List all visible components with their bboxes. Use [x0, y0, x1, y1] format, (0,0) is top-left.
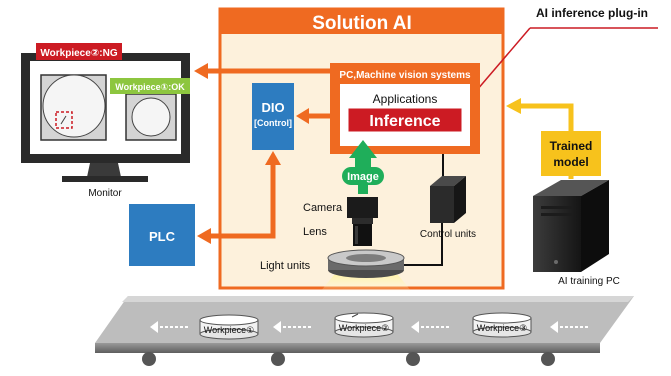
ng-tag-label: Workpiece②:NG — [40, 48, 117, 59]
training-pc-label: AI training PC — [558, 276, 620, 287]
training-pc-icon — [533, 180, 609, 272]
workpiece-3: Workpiece③ — [472, 312, 532, 338]
camera-label: Camera — [303, 202, 343, 214]
light-units-label: Light units — [260, 260, 311, 272]
monitor-icon — [21, 53, 190, 182]
control-units-label: Control units — [420, 229, 476, 240]
pc-box-label: PC,Machine vision systems — [339, 70, 471, 81]
workpiece-2: Workpiece② — [334, 312, 394, 338]
ok-tag — [110, 78, 190, 94]
inference-label: Inference — [369, 113, 440, 130]
image-label: Image — [347, 171, 379, 183]
trained-model-arrow: Trained model — [506, 98, 601, 179]
dio-label: DIO — [261, 100, 284, 115]
pc-machine-vision-box: PC,Machine vision systems Applications I… — [330, 63, 480, 154]
camera-icon — [347, 197, 378, 246]
light-unit-icon — [320, 249, 412, 292]
direction-arrows — [150, 321, 588, 333]
monitor-label: Monitor — [88, 188, 122, 199]
inference-badge — [347, 107, 463, 133]
plc-label: PLC — [149, 229, 176, 244]
plc-box: PLC — [129, 204, 195, 266]
workpiece-2-label: Workpiece② — [339, 323, 389, 333]
dio-control-label: [Control] — [254, 118, 292, 128]
arrow-dio-to-plc — [197, 151, 281, 244]
ng-tag — [36, 43, 122, 60]
workpiece-1: Workpiece① — [199, 314, 259, 340]
trained-model-line1: Trained — [550, 139, 593, 153]
image-arrow: Image — [342, 140, 384, 194]
applications-label: Applications — [373, 92, 438, 106]
trained-model-line2: model — [553, 155, 588, 169]
arrow-pc-to-dio — [296, 108, 330, 124]
workpiece-3-label: Workpiece③ — [477, 323, 527, 333]
arrow-pc-to-monitor — [194, 63, 330, 79]
ok-tag-label: Workpiece①:OK — [115, 82, 185, 92]
control-units-icon — [430, 176, 466, 223]
panel-title: Solution AI — [312, 13, 412, 34]
lens-label: Lens — [303, 226, 327, 238]
callout-label: AI inference plug-in — [536, 6, 648, 20]
cables — [404, 154, 444, 266]
dio-control-box: DIO [Control] — [252, 83, 294, 150]
workpiece-1-label: Workpiece① — [204, 325, 254, 335]
